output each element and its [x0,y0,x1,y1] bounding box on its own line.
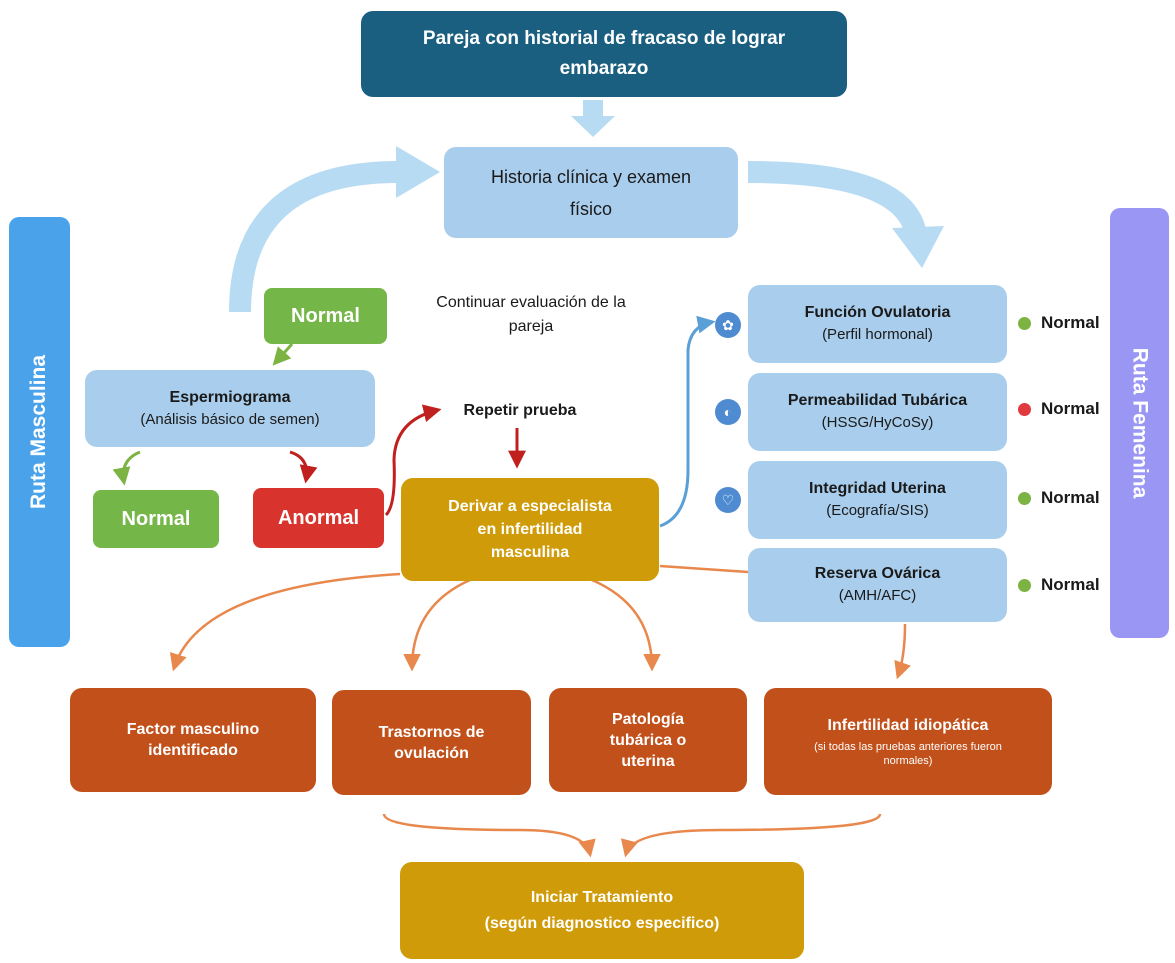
test-permeabilidad-tubarica: Permeabilidad Tubárica (HSSG/HyCoSy) [748,373,1007,451]
arrow-to-trastornos [403,578,471,672]
arrow-to-factor-masculino [169,572,401,672]
continuar-label: Continuar evaluación de la pareja [436,294,626,335]
arrow-anormal-to-repetir [384,404,442,517]
arrow-normal-to-espermio [272,342,294,366]
test-funcion-ovulatoria: Función Ovulatoria (Perfil hormonal) [748,285,1007,363]
title-box: Pareja con historial de fracaso de logra… [361,11,847,97]
espermiograma-box: Espermiograma (Análisis básico de semen) [85,370,375,447]
arrow-historia-to-female [747,161,944,268]
repetir-label: Repetir prueba [463,402,577,419]
arrow-espermio-to-anormal [289,450,318,484]
status-permeabilidad-tubarica: Normal [1018,399,1100,419]
test-reserva-ovarica: Reserva Ovárica (AMH/AFC) [748,548,1007,622]
arrow-merge-left [382,813,596,858]
status-dot [1018,316,1031,330]
normal-bottom-box: Normal [93,490,219,548]
outcome-infertilidad-idiopatica: Infertilidad idiopática (si todas las pr… [764,688,1052,795]
idiopatica-note: (si todas las pruebas anteriores fueron … [814,741,1002,767]
status-dot [1018,402,1031,416]
arrow-title-to-historia [571,100,615,137]
derivar-box: Derivar a especialista en infertilidad m… [401,478,659,581]
arrow-derivar-to-reserva [659,564,749,574]
ovary-icon: ✿ [715,312,741,338]
arrow-to-patologia [591,578,661,672]
arrow-to-idiopatica [894,623,911,680]
outcome-factor-masculino: Factor masculino identificado [70,688,316,792]
arrow-espermio-to-normal [112,450,141,486]
espermiograma-sub: (Análisis básico de semen) [140,410,320,428]
status-reserva-ovarica: Normal [1018,575,1100,595]
historia-text: Historia clínica y examen físico [490,166,692,219]
normal-top-box: Normal [264,288,387,344]
uterus-icon: ♡ [715,487,741,513]
status-dot [1018,491,1031,505]
male-path-label: Ruta Masculina [9,217,70,647]
female-path-label: Ruta Femenina [1110,208,1169,638]
title-text: Pareja con historial de fracaso de logra… [422,28,786,79]
outcome-trastornos-ovulacion: Trastornos de ovulación [332,690,531,795]
arrow-derivar-to-ovulatoria [659,315,716,528]
status-integridad-uterina: Normal [1018,488,1100,508]
outcome-patologia-tubarica: Patología tubárica o uterina [549,688,747,792]
espermiograma-title: Espermiograma [169,388,291,406]
treatment-box: Iniciar Tratamiento (según diagnostico e… [400,862,804,959]
anormal-box: Anormal [253,488,384,548]
arrow-male-to-historia [229,146,440,313]
historia-box: Historia clínica y examen físico [444,147,738,238]
arrow-merge-right [620,813,882,858]
status-dot [1018,578,1031,592]
status-funcion-ovulatoria: Normal [1018,313,1100,333]
tube-icon: ◐ [715,399,741,425]
test-integridad-uterina: Integridad Uterina (Ecografía/SIS) [748,461,1007,539]
